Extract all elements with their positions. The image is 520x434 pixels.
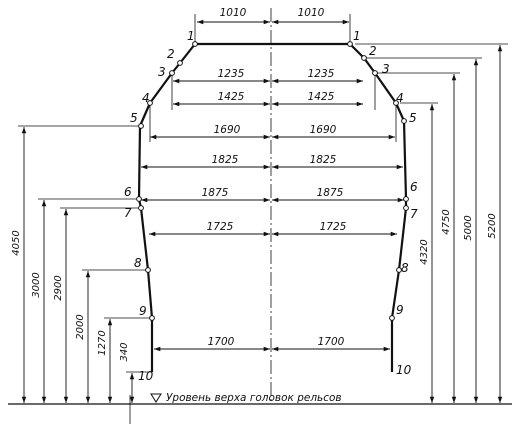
dim-4750: 4750 [441,209,452,234]
dim-5200: 5200 [487,213,498,238]
point-label-4-left: 4 [142,91,150,105]
dim-1690-left: 1690 [214,124,241,136]
dim-1270: 1270 [97,330,108,355]
point-label-6-left: 6 [124,185,132,199]
dim-1235-right: 1235 [308,68,335,80]
horizontal-dimension-lines [141,19,404,352]
vertical-dimension-lines [21,45,503,403]
point-label-7-right: 7 [410,207,418,221]
dim-1875-right: 1875 [317,187,344,199]
point-label-2-right: 2 [369,44,377,58]
point-label-3-right: 3 [382,62,390,76]
dim-1725-left: 1725 [207,221,234,233]
point-label-8-left: 8 [134,256,142,270]
point-label-7-left: 7 [124,206,132,220]
dim-1010-right: 1010 [298,7,325,19]
vertex-points [136,41,409,321]
point-label-5-left: 5 [130,111,138,125]
dim-1725-right: 1725 [320,221,347,233]
dim-2000: 2000 [75,314,86,339]
dim-1235-left: 1235 [218,68,245,80]
dim-4050: 4050 [11,230,22,255]
gauge-outline [137,42,408,372]
point-label-5-right: 5 [409,111,417,125]
vertical-dimension-texts: 4050 3000 2900 2000 1270 340 4320 4750 5… [11,209,498,361]
point-label-4-right: 4 [396,91,404,105]
dim-5000: 5000 [463,215,474,240]
dim-3000: 3000 [31,272,42,297]
dim-4320: 4320 [419,239,430,264]
dim-2900: 2900 [53,275,64,300]
dim-1700-right: 1700 [318,336,345,348]
dim-1700-left: 1700 [208,336,235,348]
point-label-9-left: 9 [139,304,147,318]
extension-lines [18,14,508,424]
point-label-9-right: 9 [396,303,404,317]
dim-1010-left: 1010 [220,7,247,19]
dim-1875-left: 1875 [202,187,229,199]
point-label-8-right: 8 [401,261,409,275]
point-label-10-left: 10 [138,369,154,383]
point-label-2-left: 2 [167,47,175,61]
dim-1425-left: 1425 [218,91,245,103]
point-labels: 1 1 2 2 3 3 4 4 5 5 6 6 7 7 8 8 9 9 10 1… [124,29,418,383]
horizontal-dimension-texts: 1010 1010 1235 1235 1425 1425 1690 1690 … [202,7,347,348]
dim-340: 340 [119,342,130,361]
dim-1825-left: 1825 [212,154,239,166]
point-label-1-right: 1 [353,29,361,43]
rail-level-caption: Уровень верха головок рельсов [166,392,342,404]
point-label-1-left: 1 [187,29,195,43]
point-label-6-right: 6 [410,180,418,194]
point-label-10-right: 10 [396,363,412,377]
level-triangle-icon [150,393,162,403]
dim-1825-right: 1825 [310,154,337,166]
dim-1690-right: 1690 [310,124,337,136]
point-label-3-left: 3 [158,65,166,79]
dim-1425-right: 1425 [308,91,335,103]
